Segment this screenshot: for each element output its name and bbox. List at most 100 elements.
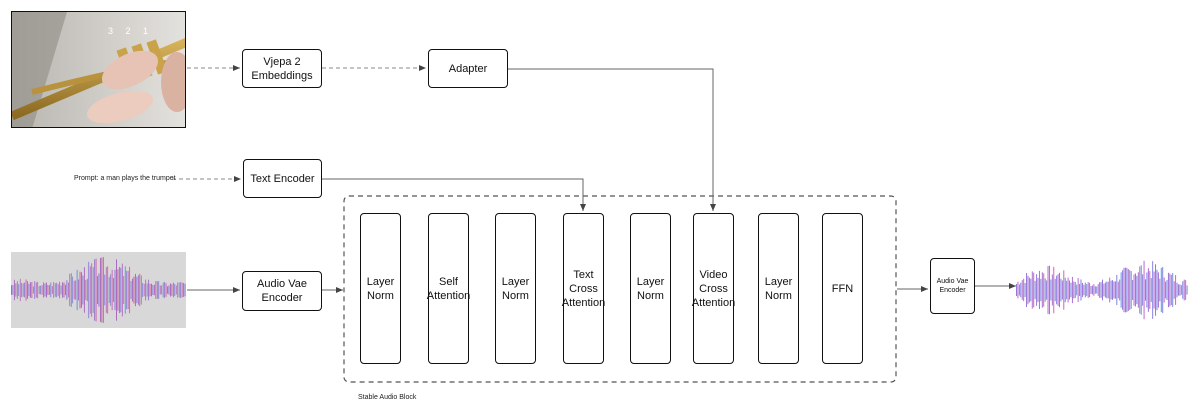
waveform-bar bbox=[95, 258, 97, 322]
waveform-bar bbox=[129, 266, 131, 314]
waveform-bar bbox=[161, 285, 163, 295]
waveform-bar bbox=[66, 280, 68, 300]
waveform-bar bbox=[76, 269, 78, 311]
output-waveform-icon bbox=[1016, 260, 1188, 320]
waveform-bar bbox=[98, 273, 100, 307]
waveform-bar bbox=[165, 283, 167, 297]
layer-norm-3[interactable]: Layer Norm bbox=[630, 213, 671, 364]
waveform-bar bbox=[1183, 279, 1185, 301]
waveform-bar bbox=[89, 266, 91, 314]
self-attention-layer[interactable]: Self Attention bbox=[427, 213, 470, 364]
waveform-bar bbox=[126, 270, 128, 310]
waveform-bar bbox=[1146, 272, 1148, 308]
waveform-bar bbox=[1073, 281, 1075, 299]
adapter-node[interactable]: Adapter bbox=[428, 49, 508, 88]
waveform-bar bbox=[1084, 282, 1086, 298]
waveform-bar bbox=[1081, 282, 1083, 298]
waveform-bar bbox=[158, 281, 160, 299]
waveform-bar bbox=[1103, 283, 1105, 297]
waveform-bar bbox=[1180, 285, 1182, 295]
waveform-bar bbox=[148, 279, 150, 301]
waveform-bar bbox=[1053, 266, 1055, 314]
waveform-bar bbox=[132, 278, 134, 302]
waveform-bar bbox=[172, 282, 174, 298]
waveform-bar bbox=[18, 284, 20, 296]
waveform-bar bbox=[1041, 272, 1043, 308]
waveform-bar bbox=[104, 274, 106, 306]
waveform-bar bbox=[139, 273, 141, 307]
waveform-bar bbox=[1074, 281, 1076, 299]
waveform-bar bbox=[1156, 269, 1158, 311]
waveform-bar bbox=[137, 275, 139, 305]
waveform-bar bbox=[1051, 274, 1053, 306]
waveform-bar bbox=[101, 257, 103, 323]
waveform-bar bbox=[1117, 281, 1119, 299]
waveform-bar bbox=[97, 276, 99, 304]
waveform-bar bbox=[151, 283, 153, 297]
waveform-bar bbox=[1033, 272, 1035, 308]
audio-vae-encoder-output-node[interactable]: Audio Vae Encoder bbox=[930, 258, 975, 314]
waveform-bar bbox=[1028, 277, 1030, 303]
waveform-bar bbox=[1036, 274, 1038, 306]
waveform-bar bbox=[1109, 277, 1111, 303]
waveform-bar bbox=[41, 285, 43, 295]
waveform-bar bbox=[1170, 274, 1172, 306]
waveform-bar bbox=[67, 282, 69, 298]
waveform-bar bbox=[27, 281, 29, 299]
waveform-bar bbox=[1160, 267, 1162, 313]
audio-vae-encoder-node[interactable]: Audio Vae Encoder bbox=[242, 271, 322, 311]
waveform-bar bbox=[1145, 279, 1146, 301]
waveform-bar bbox=[56, 282, 58, 298]
video-cross-attention-layer[interactable]: Video Cross Attention bbox=[692, 213, 735, 364]
layer-norm-2[interactable]: Layer Norm bbox=[495, 213, 536, 364]
waveform-bar bbox=[1071, 276, 1073, 304]
waveform-bar bbox=[1021, 280, 1023, 300]
waveform-bar bbox=[1157, 272, 1159, 308]
vjepa-embeddings-node[interactable]: Vjepa 2 Embeddings bbox=[242, 49, 322, 88]
waveform-bar bbox=[19, 278, 21, 302]
waveform-bar bbox=[50, 282, 52, 298]
waveform-bar bbox=[183, 283, 185, 297]
waveform-bar bbox=[162, 282, 164, 298]
waveform-bar bbox=[123, 276, 125, 304]
waveform-bar bbox=[134, 273, 136, 307]
waveform-bar bbox=[11, 285, 13, 295]
text-cross-attention-layer[interactable]: Text Cross Attention bbox=[562, 213, 605, 364]
waveform-bar bbox=[94, 259, 96, 321]
waveform-bar bbox=[120, 267, 122, 313]
waveform-bar bbox=[1076, 284, 1078, 296]
waveform-bar bbox=[105, 267, 107, 313]
waveform-bar bbox=[1093, 284, 1095, 296]
waveform-bar bbox=[1123, 267, 1125, 313]
waveform-bar bbox=[79, 271, 81, 309]
waveform-bar bbox=[1059, 272, 1060, 308]
waveform-bar bbox=[72, 276, 74, 304]
waveform-bar bbox=[184, 283, 186, 297]
input-waveform-icon bbox=[11, 257, 186, 323]
waveform-bar bbox=[1037, 277, 1039, 303]
waveform-bar bbox=[63, 282, 65, 298]
waveform-bar bbox=[1089, 282, 1091, 298]
waveform-bar bbox=[124, 266, 126, 314]
waveform-bar bbox=[155, 281, 157, 299]
layer-norm-1[interactable]: Layer Norm bbox=[360, 213, 401, 364]
waveform-bar bbox=[38, 285, 40, 295]
waveform-bar bbox=[1134, 273, 1136, 307]
waveform-bar bbox=[99, 257, 101, 323]
video-overlay-countdown: 3 2 1 bbox=[108, 26, 154, 36]
waveform-bar bbox=[1182, 281, 1184, 299]
waveform-bar bbox=[1165, 281, 1167, 299]
waveform-bar bbox=[1026, 272, 1028, 308]
layer-norm-4[interactable]: Layer Norm bbox=[758, 213, 799, 364]
waveform-bar bbox=[34, 281, 36, 299]
waveform-bar bbox=[1130, 271, 1132, 309]
text-encoder-node[interactable]: Text Encoder bbox=[243, 159, 322, 198]
waveform-bar bbox=[180, 282, 182, 298]
waveform-bar bbox=[1070, 282, 1072, 298]
waveform-bar bbox=[15, 283, 17, 297]
waveform-bar bbox=[178, 282, 180, 298]
ffn-layer[interactable]: FFN bbox=[822, 213, 863, 364]
waveform-bar bbox=[1083, 284, 1085, 296]
waveform-bar bbox=[1043, 273, 1045, 307]
waveform-bar bbox=[140, 275, 142, 305]
